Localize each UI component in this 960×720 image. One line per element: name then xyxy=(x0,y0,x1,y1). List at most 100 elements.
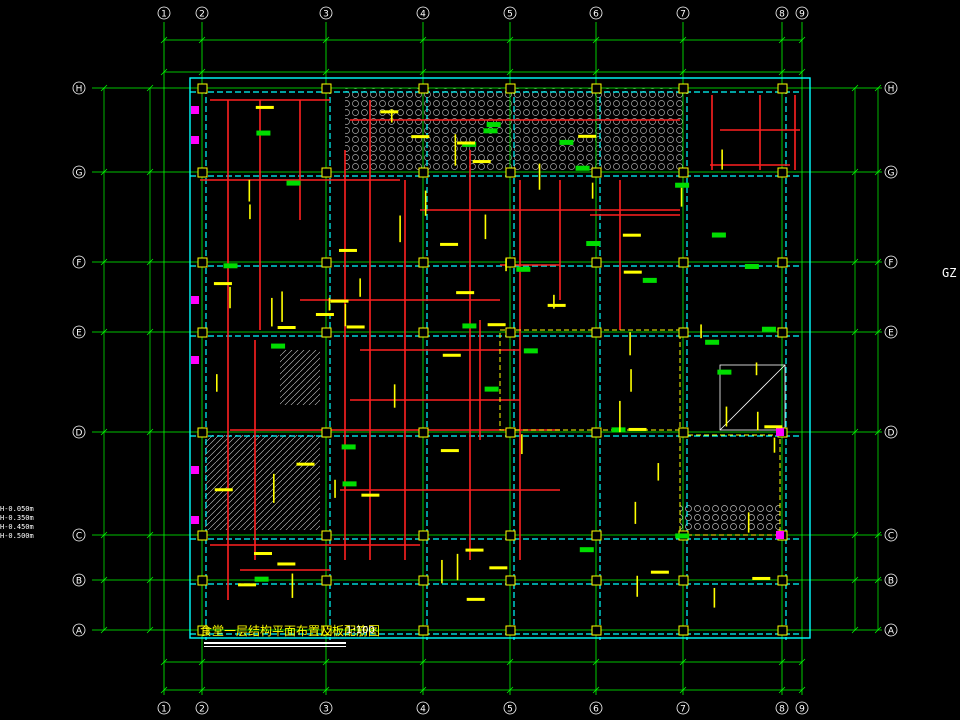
column xyxy=(591,167,602,178)
dimension-tick xyxy=(679,36,687,44)
column-marker xyxy=(191,356,199,364)
hatch-left-slab xyxy=(205,435,320,530)
rebar-tag-green xyxy=(559,139,574,145)
drawing-title: 食堂一层结构平面布置及板配筋图 xyxy=(200,624,381,638)
rebar-tag-yellow xyxy=(489,566,508,570)
axis-bubble xyxy=(884,425,898,439)
dimension-tick xyxy=(100,258,108,266)
rebar-tag-green xyxy=(717,369,732,375)
rebar-tag-yellow xyxy=(238,583,257,587)
axis-bubble xyxy=(795,6,809,20)
dimension-tick xyxy=(419,68,427,76)
axis-label: G xyxy=(76,169,83,179)
dimension-tick xyxy=(419,686,427,694)
rebar-tags xyxy=(213,105,783,608)
dimension-tick xyxy=(851,428,859,436)
axis-label: F xyxy=(76,259,81,269)
dimension-tick xyxy=(198,658,206,666)
axis-bubble xyxy=(72,623,86,637)
axis-bubble xyxy=(157,6,171,20)
column xyxy=(678,167,689,178)
rebar-tag-green xyxy=(761,326,776,332)
axis-bubble xyxy=(503,701,517,715)
column xyxy=(505,575,516,586)
rebar-tag-yellow xyxy=(752,576,771,580)
column xyxy=(591,327,602,338)
axis-bubble xyxy=(72,425,86,439)
dimension-tick xyxy=(198,68,206,76)
axis-label: 1 xyxy=(161,10,167,20)
column xyxy=(678,427,689,438)
axis-label: 6 xyxy=(593,10,599,20)
rebar-tag-yellow xyxy=(442,353,461,357)
dimension-lines xyxy=(100,36,882,694)
column xyxy=(505,167,516,178)
axis-bubble xyxy=(884,81,898,95)
column xyxy=(591,427,602,438)
rebar-tag-yellow xyxy=(296,462,315,466)
axis-label: E xyxy=(76,329,82,339)
title-underline-thick xyxy=(204,642,346,644)
column xyxy=(418,327,429,338)
column xyxy=(418,625,429,636)
dimension-tick xyxy=(874,168,882,176)
column xyxy=(505,83,516,94)
rebar-tag-green xyxy=(256,130,271,136)
rebar-tag-yellow xyxy=(330,299,349,303)
rebar-tag-yellow xyxy=(361,493,380,497)
axis-label: 9 xyxy=(799,705,805,715)
dimension-tick xyxy=(506,686,514,694)
hatch-mid-slab xyxy=(280,350,320,405)
rebar-tag-yellow xyxy=(277,562,296,566)
column xyxy=(777,83,788,94)
column xyxy=(418,257,429,268)
rebar-tag-green xyxy=(675,533,690,539)
dimension-tick xyxy=(874,531,882,539)
axis-label: 5 xyxy=(507,705,513,715)
column xyxy=(591,575,602,586)
axis-label: 6 xyxy=(593,705,599,715)
rebar-tag-green xyxy=(579,547,594,553)
dimension-tick xyxy=(874,258,882,266)
axis-bubble xyxy=(676,6,690,20)
rebar-tag-yellow xyxy=(440,242,459,246)
column-marker xyxy=(776,428,784,436)
dimension-tick xyxy=(322,36,330,44)
column xyxy=(418,575,429,586)
dimension-tick xyxy=(592,658,600,666)
column xyxy=(678,327,689,338)
rebar-tag-yellow xyxy=(622,233,641,237)
rebar-tag-green xyxy=(586,241,601,247)
dimension-tick xyxy=(146,428,154,436)
rebar-tag-yellow xyxy=(380,110,399,114)
axis-bubble xyxy=(416,6,430,20)
rebar-tag-yellow xyxy=(255,105,274,109)
axis-label: H xyxy=(76,85,83,95)
dimension-tick xyxy=(419,658,427,666)
rebar-tag-yellow xyxy=(346,325,365,329)
column xyxy=(591,257,602,268)
axis-bubble xyxy=(589,701,603,715)
axis-bubble xyxy=(676,701,690,715)
column xyxy=(505,427,516,438)
rebar-tag-green xyxy=(341,444,356,450)
rebar-tag-green xyxy=(711,232,726,238)
dimension-tick xyxy=(146,626,154,634)
dimension-tick xyxy=(100,576,108,584)
axis-label: B xyxy=(76,577,82,587)
column xyxy=(777,167,788,178)
axis-bubble xyxy=(195,701,209,715)
rebar-tag-yellow xyxy=(457,141,476,145)
axis-label: 4 xyxy=(420,10,426,20)
dimension-tick xyxy=(146,258,154,266)
dimension-tick xyxy=(322,68,330,76)
axis-bubble xyxy=(195,6,209,20)
axis-bubble xyxy=(416,701,430,715)
dimension-tick xyxy=(160,658,168,666)
dimension-tick xyxy=(146,576,154,584)
rebar-tag-yellow xyxy=(487,323,506,327)
column-marker xyxy=(191,136,199,144)
column xyxy=(321,427,332,438)
column xyxy=(777,575,788,586)
rebar-tag-green xyxy=(705,339,720,345)
